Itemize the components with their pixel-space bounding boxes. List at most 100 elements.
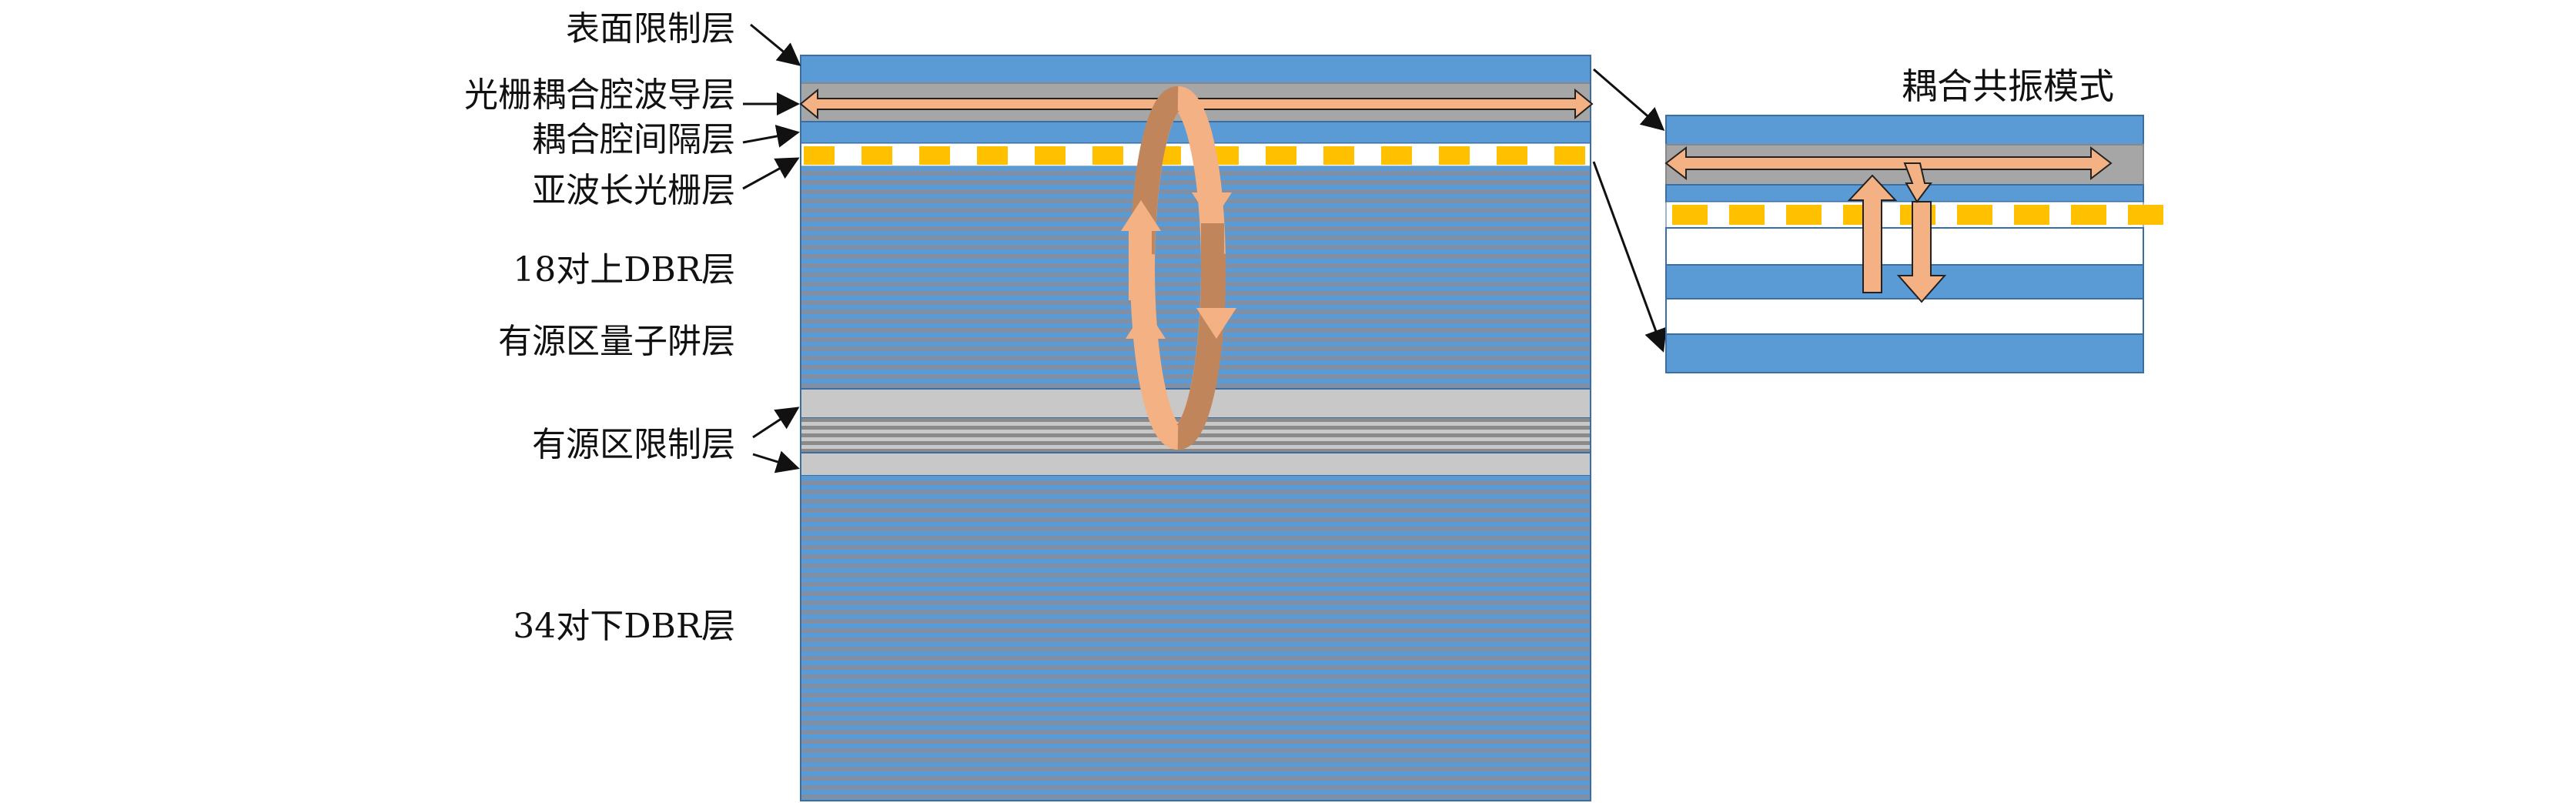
dbr-stripe <box>801 305 1591 309</box>
dbr-stripe <box>801 628 1591 633</box>
inset-grating-teeth <box>1672 205 2163 225</box>
dbr-stripe <box>801 499 1591 504</box>
dbr-stripe <box>801 309 1591 314</box>
lower-dbr-layer <box>801 476 1591 801</box>
dbr-stripe <box>801 531 1591 536</box>
dbr-stripe <box>801 661 1591 665</box>
dbr-stripe <box>801 485 1591 490</box>
dbr-stripe <box>801 577 1591 582</box>
dbr-stripe <box>801 702 1591 707</box>
grating-tooth <box>1554 146 1585 165</box>
grating-tooth <box>1497 146 1527 165</box>
dbr-stripe <box>801 564 1591 568</box>
dbr-stripe <box>801 665 1591 670</box>
dbr-stripe <box>801 254 1591 259</box>
grating-tooth <box>1266 146 1296 165</box>
label-subwavelength-grating: 亚波长光栅层 <box>532 171 735 210</box>
dbr-stripe <box>801 517 1591 522</box>
dbr-stripe <box>801 601 1591 605</box>
dbr-stripe <box>801 236 1591 240</box>
grating-tooth <box>861 146 892 165</box>
dbr-stripe <box>801 707 1591 711</box>
dbr-stripe <box>801 540 1591 545</box>
inset-coupled-mode: 耦合共振模式 <box>1664 65 2163 373</box>
dbr-stripe <box>801 263 1591 268</box>
dbr-stripe <box>801 185 1591 189</box>
dbr-stripe <box>801 476 1591 480</box>
dbr-stripe <box>801 587 1591 591</box>
dbr-stripe <box>801 688 1591 693</box>
dbr-stripe <box>801 504 1591 508</box>
dbr-stripe <box>801 277 1591 282</box>
dbr-stripe <box>801 605 1591 610</box>
dbr-stripe <box>801 536 1591 540</box>
dbr-stripe <box>801 217 1591 222</box>
qw-stripe <box>801 449 1591 453</box>
grating-tooth <box>1035 146 1066 165</box>
dbr-stripe <box>801 633 1591 637</box>
dbr-stripe <box>801 656 1591 661</box>
dbr-stripe <box>801 319 1591 323</box>
dbr-stripe <box>801 771 1591 776</box>
dbr-stripe <box>801 748 1591 753</box>
active-confinement-bottom <box>800 452 1591 477</box>
grating-tooth <box>1439 146 1470 165</box>
dbr-stripe <box>801 568 1591 573</box>
dbr-stripe <box>801 651 1591 656</box>
loop-icon <box>1121 86 1236 450</box>
dbr-stripe <box>801 203 1591 208</box>
inset-title: 耦合共振模式 <box>1902 65 2114 107</box>
dbr-stripe <box>801 573 1591 577</box>
grating-tooth <box>2014 205 2049 225</box>
label-active-qw: 有源区量子阱层 <box>498 322 735 361</box>
grating-tooth <box>1786 205 1822 225</box>
dbr-stripe <box>801 245 1591 249</box>
dbr-stripe <box>801 610 1591 614</box>
dbr-stripe <box>801 212 1591 217</box>
dbr-stripe <box>801 208 1591 212</box>
up-arrow-icon <box>1847 174 1898 293</box>
dbr-stripe <box>801 744 1591 748</box>
dbr-stripe <box>801 591 1591 596</box>
dbr-stripe <box>801 734 1591 739</box>
grating-tooth <box>1672 205 1708 225</box>
double-arrow-icon <box>1664 146 2113 181</box>
dbr-stripe <box>801 739 1591 744</box>
label-upper-dbr: 18对上DBR层 <box>513 250 735 289</box>
dbr-stripe <box>801 730 1591 734</box>
grating-tooth <box>919 146 950 165</box>
dbr-stripe <box>801 286 1591 291</box>
dbr-stripe <box>801 259 1591 263</box>
dbr-stripe <box>801 550 1591 554</box>
grating-tooth <box>2071 205 2106 225</box>
dbr-stripe <box>801 273 1591 277</box>
grating-tooth <box>977 146 1008 165</box>
dbr-stripe <box>801 240 1591 245</box>
grating-tooth <box>1092 146 1123 165</box>
dbr-stripe <box>801 559 1591 564</box>
dbr-stripe <box>801 333 1591 337</box>
dbr-stripe <box>801 619 1591 624</box>
label-grating-waveguide: 光栅耦合腔波导层 <box>464 75 735 115</box>
dbr-stripe <box>801 758 1591 762</box>
label-lower-dbr: 34对下DBR层 <box>513 607 735 646</box>
dbr-stripe <box>801 231 1591 236</box>
label-surface-cladding: 表面限制层 <box>566 9 735 49</box>
dbr-stripe <box>801 781 1591 785</box>
dbr-stripe <box>801 721 1591 725</box>
qw-stripe <box>801 441 1591 445</box>
dbr-stripe <box>801 693 1591 698</box>
dbr-stripe <box>801 545 1591 550</box>
dbr-stripe <box>801 300 1591 305</box>
dbr-stripe <box>801 490 1591 494</box>
dbr-stripe <box>801 790 1591 795</box>
dbr-stripe <box>801 647 1591 651</box>
dbr-stripe <box>801 670 1591 674</box>
dbr-stripe <box>801 323 1591 328</box>
grating-tooth <box>804 146 835 165</box>
dbr-stripe <box>801 716 1591 721</box>
dbr-stripe <box>801 351 1591 356</box>
dbr-stripe <box>801 711 1591 716</box>
dbr-stripe <box>801 674 1591 679</box>
